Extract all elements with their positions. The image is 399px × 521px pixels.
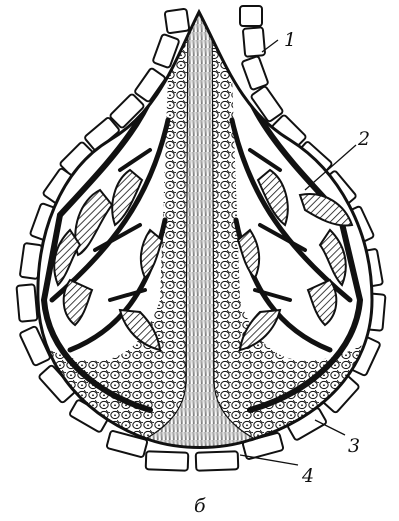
label-1: 1 [284,29,296,51]
label-3: 3 [348,435,360,457]
figure-caption: б [194,495,206,517]
label-4: 4 [301,465,314,487]
label-2: 2 [357,128,370,150]
